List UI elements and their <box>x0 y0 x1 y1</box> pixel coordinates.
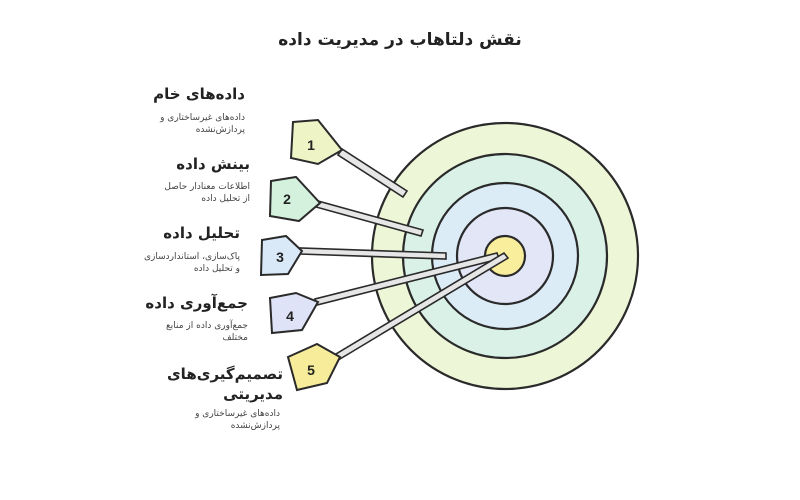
step-4-heading: جمع‌آوری داده <box>145 294 248 312</box>
step-3-heading: تحلیل داده <box>163 224 240 242</box>
dart-3-head <box>259 234 304 277</box>
step-2-desc-line2: از تحلیل داده <box>201 194 250 204</box>
step-5-desc-line1: داده‌های غیرساختاری و <box>195 409 280 419</box>
dart-1-number: 1 <box>307 137 315 153</box>
step-5-desc-line2: پردازش‌نشده <box>230 421 280 431</box>
dart-5-head <box>286 342 342 392</box>
step-2-description: اطلاعات معنادار حاصل از تحلیل داده <box>164 181 250 205</box>
step-3-description: پاک‌سازی، استانداردسازی و تحلیل داده <box>144 251 240 275</box>
dart-heads <box>259 118 344 392</box>
step-1-heading: داده‌های خام <box>153 85 245 103</box>
dart-2-number: 2 <box>283 191 291 207</box>
step-4-description: جمع‌آوری داده از منابع مختلف <box>166 320 248 344</box>
target-ring-4-stroke <box>455 206 555 306</box>
step-5-heading-line2: مدیریتی <box>223 385 283 403</box>
dart-3-number: 3 <box>276 249 284 265</box>
step-5-heading: تصمیم‌گیری‌های مدیریتی <box>167 364 283 404</box>
dart-1-shaft <box>336 147 409 199</box>
step-3-desc-line2: و تحلیل داده <box>193 264 240 274</box>
diagram-title: نقش دلتاهاب در مدیریت داده <box>278 30 522 50</box>
step-1-description: داده‌های غیرساختاری و پردازش‌نشده <box>160 112 245 136</box>
dart-4-head <box>268 291 320 335</box>
step-1-desc-line2: پردازش‌نشده <box>195 125 245 135</box>
dart-1-head <box>289 118 344 166</box>
step-5-heading-line1: تصمیم‌گیری‌های <box>166 365 283 383</box>
dart-2-head <box>268 175 322 223</box>
step-5-description: داده‌های غیرساختاری و پردازش‌نشده <box>195 408 280 432</box>
dart-numbers: 1 2 3 4 5 <box>276 137 315 378</box>
dart-4-number: 4 <box>286 308 294 324</box>
step-4-desc-line2: مختلف <box>222 333 248 343</box>
step-3-desc-line1: پاک‌سازی، استانداردسازی <box>144 252 240 262</box>
step-2-desc-line1: اطلاعات معنادار حاصل <box>164 182 250 192</box>
step-1-desc-line1: داده‌های غیرساختاری و <box>160 113 245 123</box>
step-2-heading: بینش داده <box>176 155 250 173</box>
dart-shafts <box>299 147 510 361</box>
step-4-desc-line1: جمع‌آوری داده از منابع <box>165 321 248 331</box>
dart-5-number: 5 <box>307 362 315 378</box>
